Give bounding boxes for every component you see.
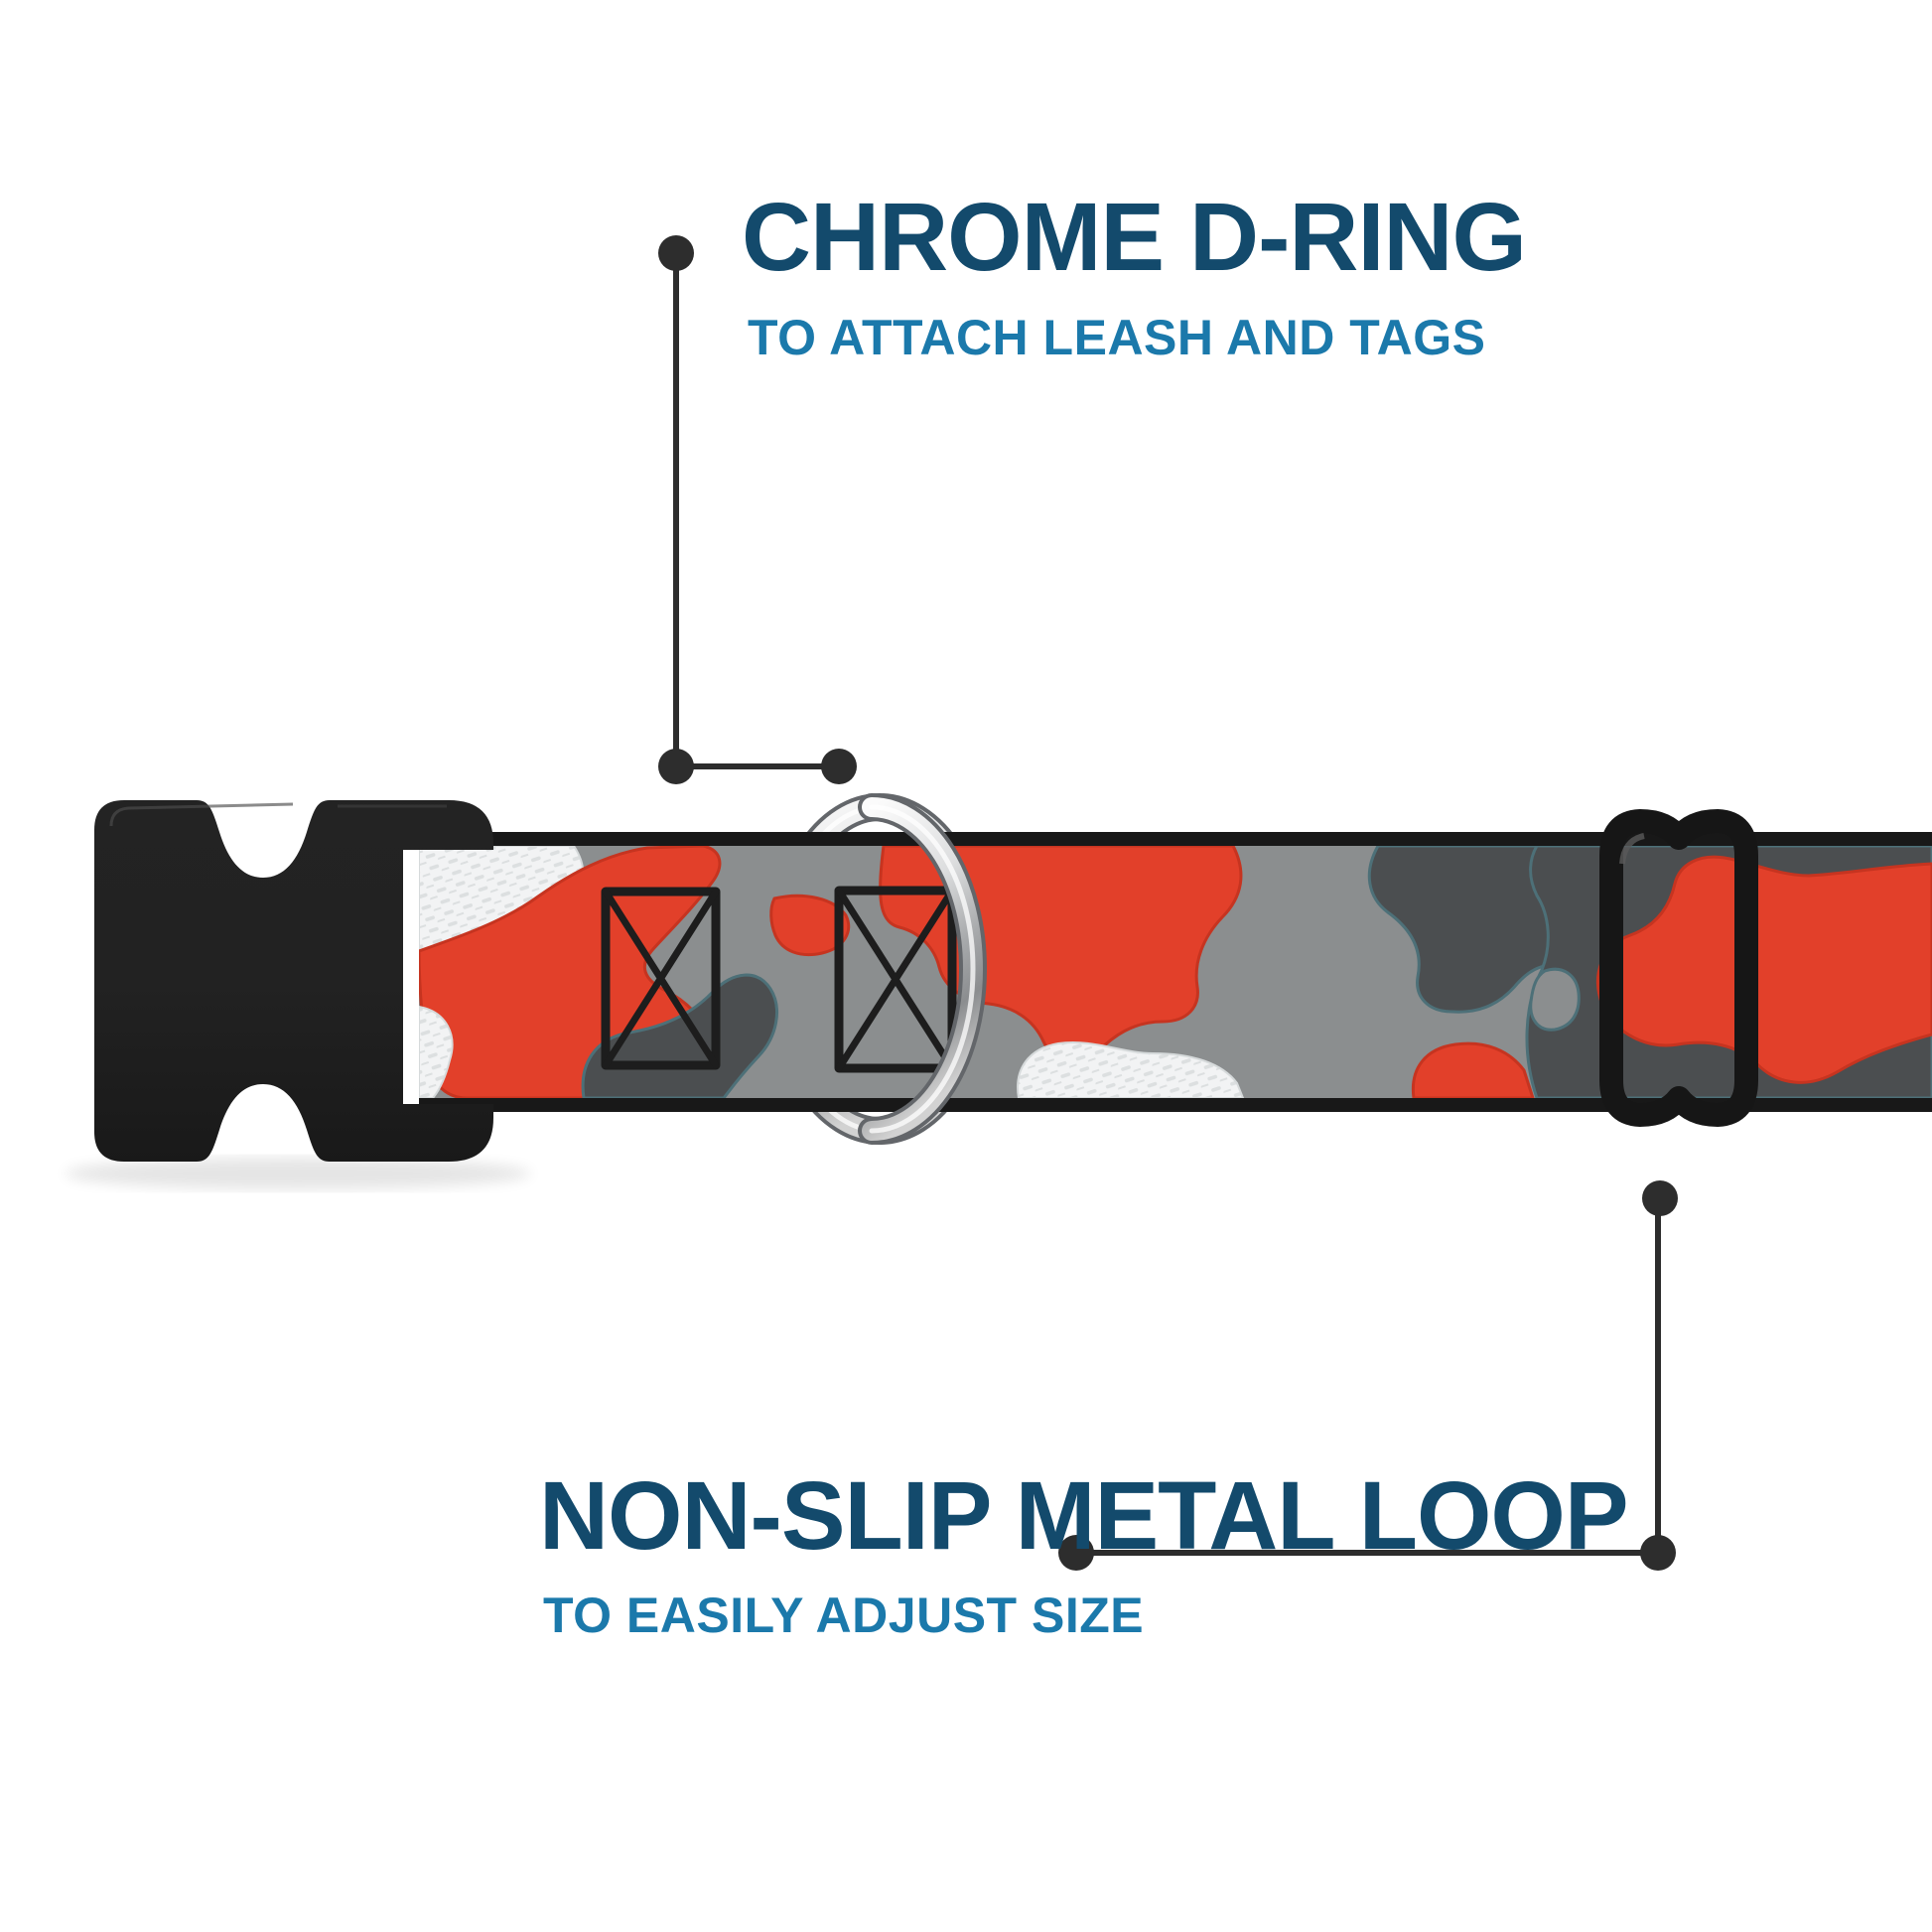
buckle-shadow xyxy=(65,1158,531,1189)
top-callout-title: CHROME D-RING xyxy=(742,183,1527,291)
stitch-box-left xyxy=(601,887,721,1070)
camo-patch-gray xyxy=(1529,967,1581,1032)
camo-patch-red xyxy=(1411,1041,1535,1098)
top-callout-dot-start xyxy=(658,235,694,271)
side-release-buckle xyxy=(94,800,493,1162)
camo-patch-red xyxy=(1595,855,1932,1084)
bottom-callout-subtitle: TO EASILY ADJUST SIZE xyxy=(543,1587,1145,1643)
metal-slide-loop xyxy=(1599,809,1758,1127)
bottom-callout-title: NON-SLIP METAL LOOP xyxy=(539,1461,1629,1570)
camo-patch-red xyxy=(769,894,851,957)
top-callout-connector xyxy=(658,235,857,784)
chrome-d-ring-front xyxy=(858,793,987,1145)
bottom-callout-dot-corner xyxy=(1640,1535,1676,1571)
bottom-callout-dot-end xyxy=(1058,1535,1094,1571)
camo-patch-white xyxy=(419,1005,454,1098)
camo-patch-white xyxy=(1017,1041,1245,1098)
top-callout-subtitle: TO ATTACH LEASH AND TAGS xyxy=(748,310,1486,365)
top-callout-dot-corner xyxy=(658,749,694,784)
top-callout-dot-end xyxy=(821,749,857,784)
bottom-callout-dot-start xyxy=(1642,1180,1678,1216)
camo-patch-dark xyxy=(1367,846,1583,1014)
collar-webbing xyxy=(419,832,1932,1112)
stitch-box-right xyxy=(834,886,957,1073)
bottom-callout-connector xyxy=(1058,1180,1678,1571)
